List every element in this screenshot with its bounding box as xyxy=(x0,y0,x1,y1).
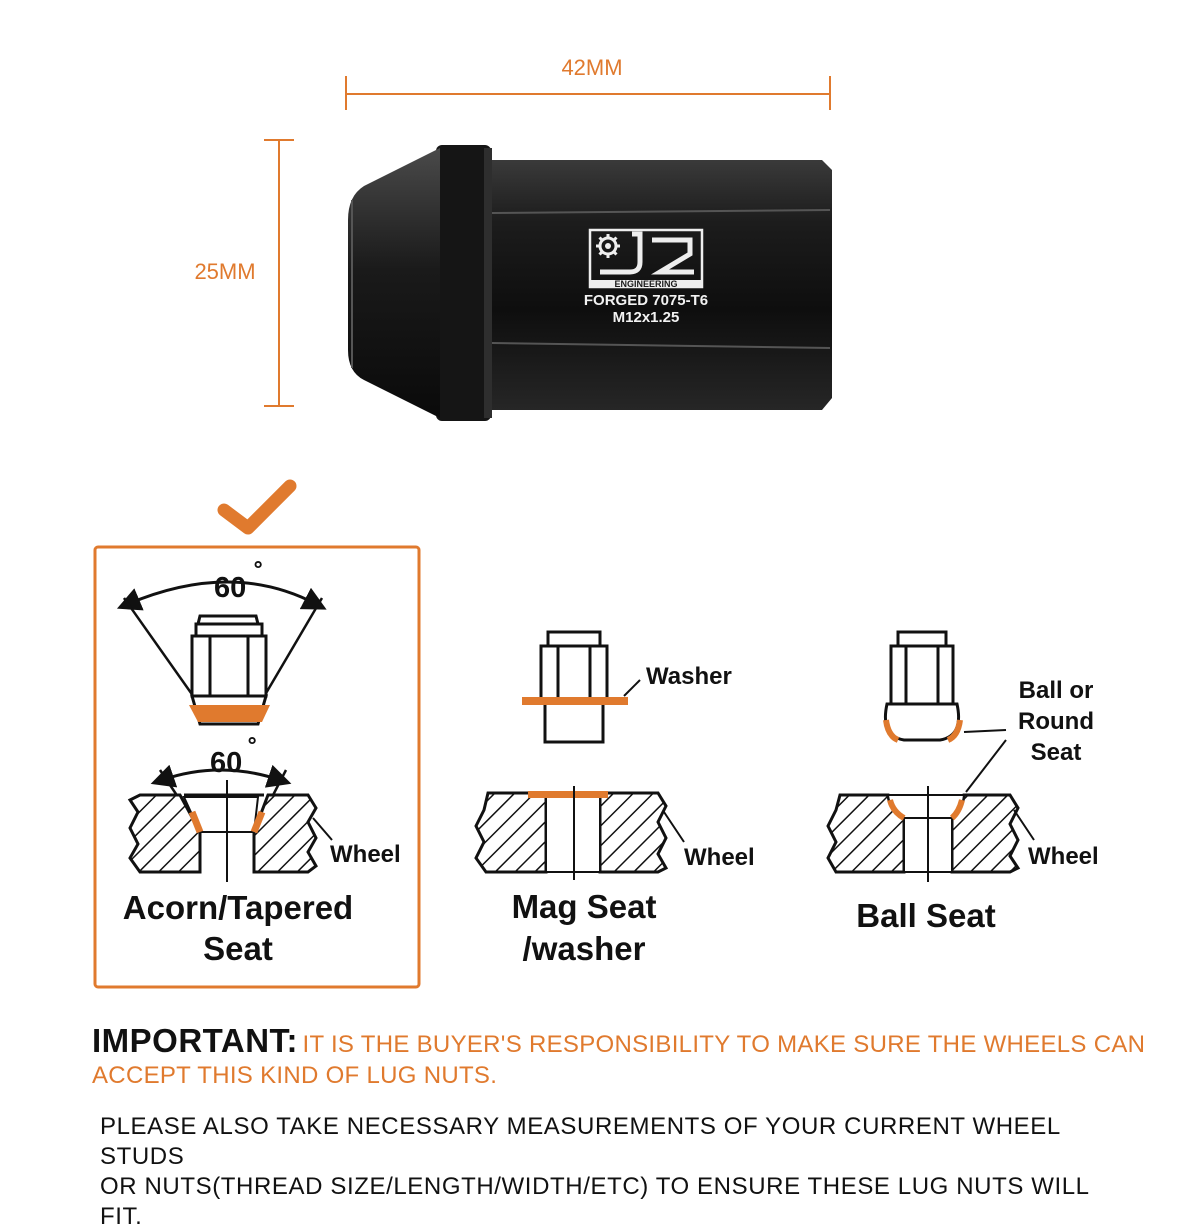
acorn-seat-title-line2: Seat xyxy=(203,930,273,967)
notice-line1: IMPORTANT: IT IS THE BUYER'S RESPONSIBIL… xyxy=(92,1022,1145,1060)
ball-callout-line3: Seat xyxy=(1031,739,1082,766)
washer-label: Washer xyxy=(646,663,732,690)
acorn-angle-top: 60 xyxy=(214,572,246,604)
mag-seat-contact xyxy=(528,791,608,798)
mag-seat-title-line2: /washer xyxy=(523,930,646,967)
responsibility-text: IT IS THE BUYER'S RESPONSIBILITY TO MAKE… xyxy=(302,1031,1146,1058)
acorn-seat-diagram: 60 ˚ 60 ˚ Wheel Acorn/Tapered Seat xyxy=(116,559,401,967)
length-dimension: 42MM xyxy=(345,55,831,110)
mag-seat-diagram: Washer Wheel Mag Seat /washer xyxy=(474,630,755,967)
material-text: FORGED 7075-T6 xyxy=(584,292,708,309)
degree-symbol: ˚ xyxy=(248,735,258,767)
washer-ring xyxy=(522,697,628,705)
mag-seat-title-line1: Mag Seat xyxy=(512,888,657,925)
degree-symbol: ˚ xyxy=(254,559,264,591)
ball-callout-line2: Round xyxy=(1018,708,1094,735)
mag-wheel-label: Wheel xyxy=(684,844,755,871)
ball-wheel-label: Wheel xyxy=(1028,843,1099,870)
responsibility-text-line2: ACCEPT THIS KIND OF LUG NUTS. xyxy=(92,1062,498,1089)
thread-text: M12x1.25 xyxy=(613,309,680,326)
acorn-angle-bottom: 60 xyxy=(210,747,242,779)
selected-seat-frame xyxy=(93,545,421,989)
brand-logo: ENGINEERING xyxy=(588,228,704,289)
ball-seat-diagram: Ball or Round Seat Wheel Ball Seat xyxy=(826,630,1099,934)
measurement-note: PLEASE ALSO TAKE NECESSARY MEASUREMENTS … xyxy=(100,1112,1132,1232)
important-notice: IMPORTANT: IT IS THE BUYER'S RESPONSIBIL… xyxy=(92,1022,1145,1232)
length-label: 42MM xyxy=(561,55,622,80)
checkmark-icon xyxy=(217,479,297,535)
lug-nut-seat-diagram: 42MM 25MM xyxy=(93,55,1099,989)
height-label: 25MM xyxy=(194,259,255,284)
brand-name: ENGINEERING xyxy=(614,279,677,289)
important-heading: IMPORTANT: xyxy=(92,1022,299,1059)
gear-icon xyxy=(596,234,620,258)
ball-callout-line1: Ball or xyxy=(1019,677,1094,704)
acorn-wheel-label: Wheel xyxy=(330,841,401,868)
acorn-seat-title-line1: Acorn/Tapered xyxy=(123,889,353,926)
lug-nut-product: ENGINEERING FORGED 7075-T6 M12x1.25 xyxy=(348,145,832,421)
measurement-note-line1: PLEASE ALSO TAKE NECESSARY MEASUREMENTS … xyxy=(100,1113,1060,1170)
measurement-note-line2: OR NUTS(THREAD SIZE/LENGTH/WIDTH/ETC) TO… xyxy=(100,1173,1089,1230)
height-dimension: 25MM xyxy=(194,139,294,407)
ball-seat-title: Ball Seat xyxy=(856,897,995,934)
